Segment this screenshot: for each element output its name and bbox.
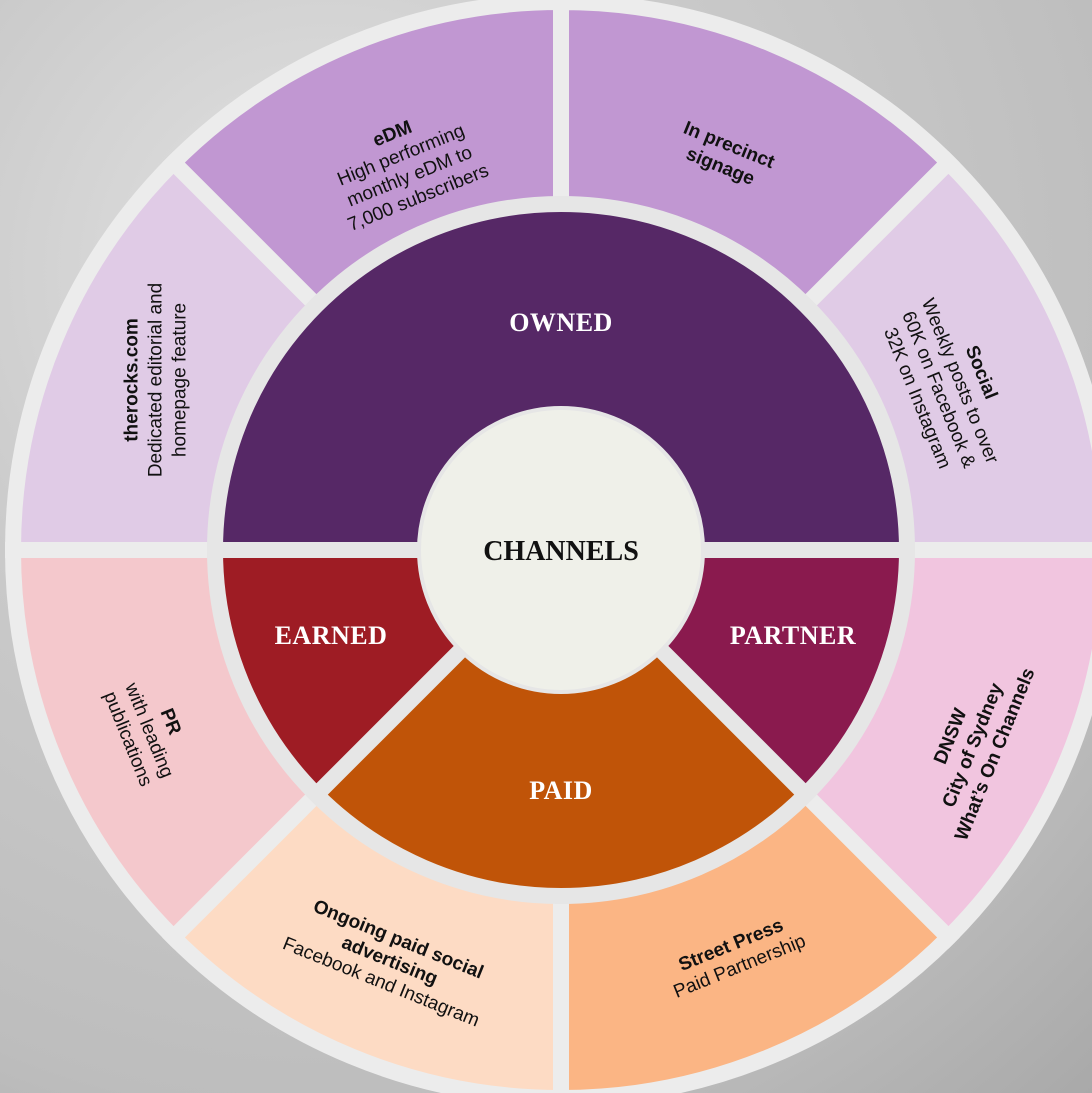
earned-label: EARNED: [275, 621, 388, 650]
paid-segment: [305, 538, 817, 904]
segment-therocks-line: homepage feature: [170, 303, 191, 457]
center-label: CHANNELS: [483, 536, 639, 567]
inner-ring: [206, 196, 916, 904]
center-hub: CHANNELS: [417, 406, 705, 694]
inner-labels: OWNED EARNED PARTNER PAID: [275, 308, 856, 805]
segment-therocks-line: therocks.com: [122, 318, 143, 442]
segment-therocks-line: Dedicated editorial and: [146, 283, 167, 477]
paid-label: PAID: [529, 776, 593, 805]
owned-label: OWNED: [509, 308, 613, 337]
owned-segment: [206, 196, 916, 558]
center-circle: [417, 406, 705, 694]
partner-label: PARTNER: [730, 621, 856, 650]
